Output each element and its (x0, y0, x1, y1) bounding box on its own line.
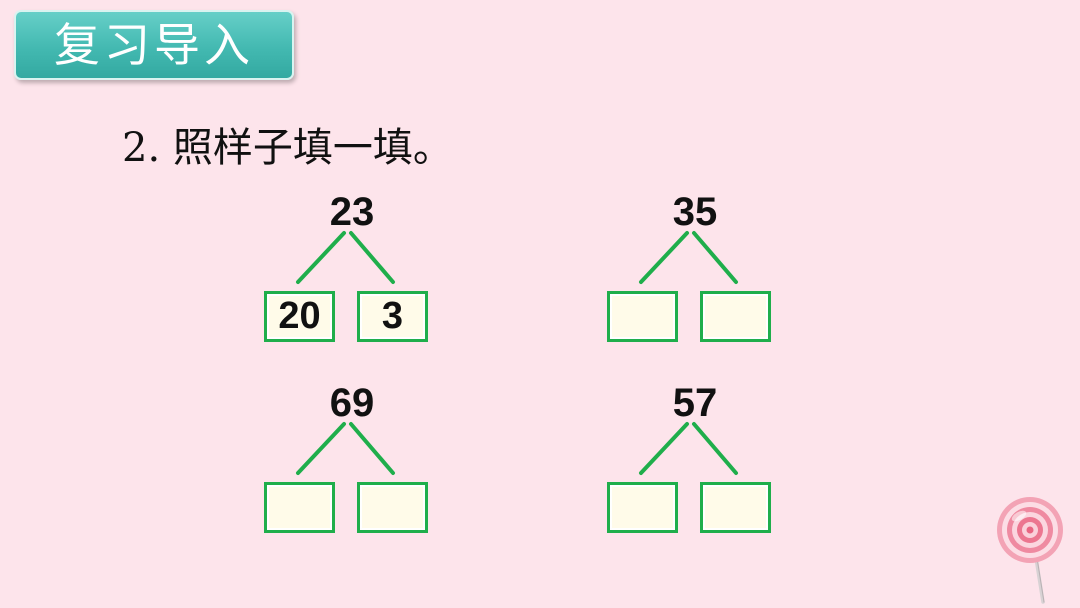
part-box-left: 20 (264, 291, 335, 342)
branch-line-left (296, 231, 346, 284)
branch-line-left (296, 422, 346, 475)
decomposition-tree: 57 (605, 381, 785, 535)
part-box-left (607, 291, 678, 342)
branch-line-right (692, 422, 738, 475)
question-title: 2. 照样子填一填。 (122, 125, 453, 171)
part-box-right (700, 482, 771, 533)
tree-total-number: 69 (329, 381, 375, 425)
part-box-left (607, 482, 678, 533)
tree-total-number: 35 (672, 190, 718, 234)
part-box-left (264, 482, 335, 533)
tree-total-number: 23 (329, 190, 375, 234)
tree-branches (296, 231, 395, 284)
branch-line-right (692, 231, 738, 284)
tree-total-number: 57 (672, 381, 718, 425)
decomposition-tree: 69 (262, 381, 442, 535)
tree-branches (639, 422, 738, 475)
branch-line-left (639, 231, 689, 284)
part-box-right (700, 291, 771, 342)
part-box-right: 3 (357, 291, 428, 342)
branch-line-left (639, 422, 689, 475)
decomposition-tree: 23 20 3 (262, 190, 442, 344)
tree-branches (639, 231, 738, 284)
lollipop-icon (997, 497, 1063, 604)
section-badge: 复习导入 (14, 10, 294, 80)
decomposition-tree: 35 (605, 190, 785, 344)
branch-line-right (349, 422, 395, 475)
branch-line-right (349, 231, 395, 284)
tree-branches (296, 422, 395, 475)
part-box-right (357, 482, 428, 533)
